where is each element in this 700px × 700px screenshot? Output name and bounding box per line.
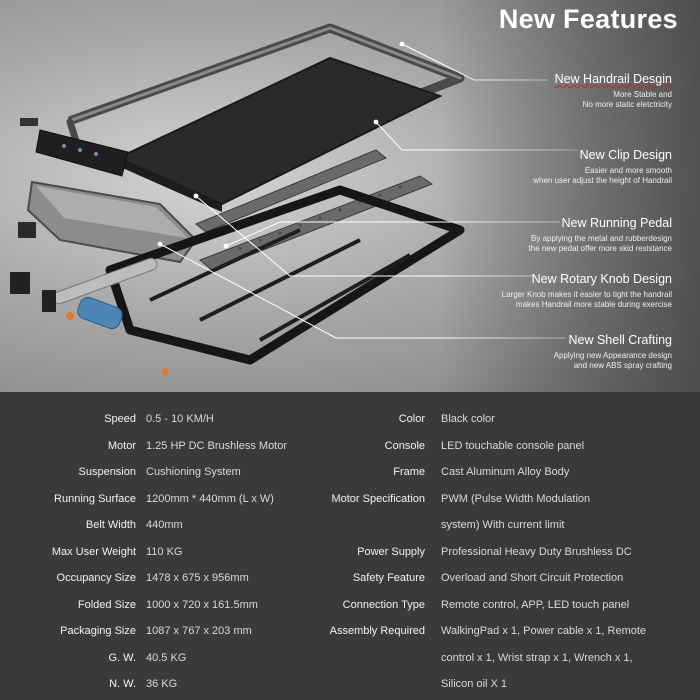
roller xyxy=(52,257,158,305)
feature-shell: New Shell Crafting Applying new Appearan… xyxy=(554,333,672,371)
feature-knob: New Rotary Knob Design Larger Knob makes… xyxy=(502,272,672,310)
spec-value: 1000 x 720 x 161.5mm xyxy=(146,598,258,611)
spec-value: 0.5 - 10 KM/H xyxy=(146,413,214,425)
spec-value: 440mm xyxy=(146,519,183,531)
feature-handrail: New Handrail Desgin More Stable and No m… xyxy=(555,72,672,110)
feature-desc: makes Handrail more stable during exerci… xyxy=(515,300,672,309)
spec-value: Professional Heavy Duty Brushless DC xyxy=(441,545,632,558)
spec-value: PWM (Pulse Width Modulation xyxy=(441,492,591,505)
feature-desc: By applying the metal and rubberdesign xyxy=(531,234,672,243)
spec-value: WalkingPad x 1, Power cable x 1, Remote xyxy=(441,625,647,637)
feature-pedal: New Running Pedal By applying the metal … xyxy=(529,216,672,254)
feature-title: New Rotary Knob Design xyxy=(531,272,672,286)
page-title: New Features xyxy=(498,4,678,34)
spec-value: Cushioning System xyxy=(146,466,241,478)
spec-value: 1087 x 767 x 203 mm xyxy=(146,625,252,637)
spec-value: 1478 x 675 x 956mm xyxy=(146,572,249,584)
spec-label: Motor xyxy=(107,439,136,452)
spec-value: 1.25 HP DC Brushless Motor xyxy=(146,439,288,452)
feature-desc: when user adjust the height of Handrail xyxy=(533,176,672,185)
motor xyxy=(77,296,123,330)
spec-label: Power Supply xyxy=(357,545,425,558)
spec-label: Color xyxy=(398,413,425,425)
spec-label: Speed xyxy=(104,413,136,425)
spec-label: Occupancy Size xyxy=(56,572,136,584)
spec-value: Cast Aluminum Alloy Body xyxy=(441,466,570,478)
spec-label: Running Surface xyxy=(54,492,136,505)
spec-value: LED touchable console panel xyxy=(441,439,585,452)
spec-label: Connection Type xyxy=(342,598,425,611)
feature-desc: and new ABS spray crafting xyxy=(573,361,672,370)
spec-label: Packaging Size xyxy=(60,625,136,637)
spec-label: Frame xyxy=(393,466,425,478)
feature-title: New Shell Crafting xyxy=(568,333,672,347)
feature-desc: Applying new Appearance design xyxy=(553,351,672,360)
feature-desc: More Stable and xyxy=(613,90,672,99)
base-frame xyxy=(105,185,465,365)
feature-clip: New Clip Design Easier and more smooth w… xyxy=(533,148,672,186)
spec-value-continued: control x 1, Wrist strap x 1, Wrench x 1… xyxy=(441,651,633,664)
spec-value: 1200mm * 440mm (L x W) xyxy=(146,492,274,505)
spec-value: Overload and Short Circuit Protection xyxy=(441,572,624,584)
spec-value: 40.5 KG xyxy=(146,651,187,664)
spec-value: Remote control, APP, LED touch panel xyxy=(441,598,630,611)
treadmill-exploded-view xyxy=(10,23,578,376)
feature-desc: the new pedal offer more skid resistance xyxy=(528,244,672,253)
feature-desc: Easier and more smooth xyxy=(584,166,672,175)
spec-label: Motor Specification xyxy=(331,492,425,505)
spec-value-continued: Silicon oil X 1 xyxy=(441,678,508,690)
spec-label: N. W. xyxy=(109,678,136,690)
right-shade xyxy=(440,0,700,392)
console-panel xyxy=(35,129,129,177)
feature-title: New Running Pedal xyxy=(561,216,673,230)
spec-value-continued: system) With current limit xyxy=(441,519,565,531)
spec-value: 110 KG xyxy=(146,545,183,558)
spec-label: Console xyxy=(384,439,425,452)
spec-label: G. W. xyxy=(108,651,137,664)
spec-label: Max User Weight xyxy=(51,545,136,558)
spec-label: Suspension xyxy=(78,466,137,478)
feature-title: New Clip Design xyxy=(579,148,672,162)
spec-label: Safety Feature xyxy=(352,572,425,584)
spec-table: Speed 0.5 - 10 KM/H Motor 1.25 HP DC Bru… xyxy=(0,392,700,700)
feature-title: New Handrail Desgin xyxy=(554,72,672,86)
spec-value: 36 KG xyxy=(146,678,178,690)
spec-label: Folded Size xyxy=(77,598,136,611)
feature-desc: No more static eletctricity xyxy=(582,100,672,109)
spec-value: Black color xyxy=(441,413,495,425)
feature-illustration: New Features New Handrail Desgin More St… xyxy=(0,0,700,392)
feature-desc: Larger Knob makes it easier to tight the… xyxy=(501,290,672,299)
spec-label: Assembly Required xyxy=(329,625,425,637)
spec-label: Belt Width xyxy=(85,519,136,531)
